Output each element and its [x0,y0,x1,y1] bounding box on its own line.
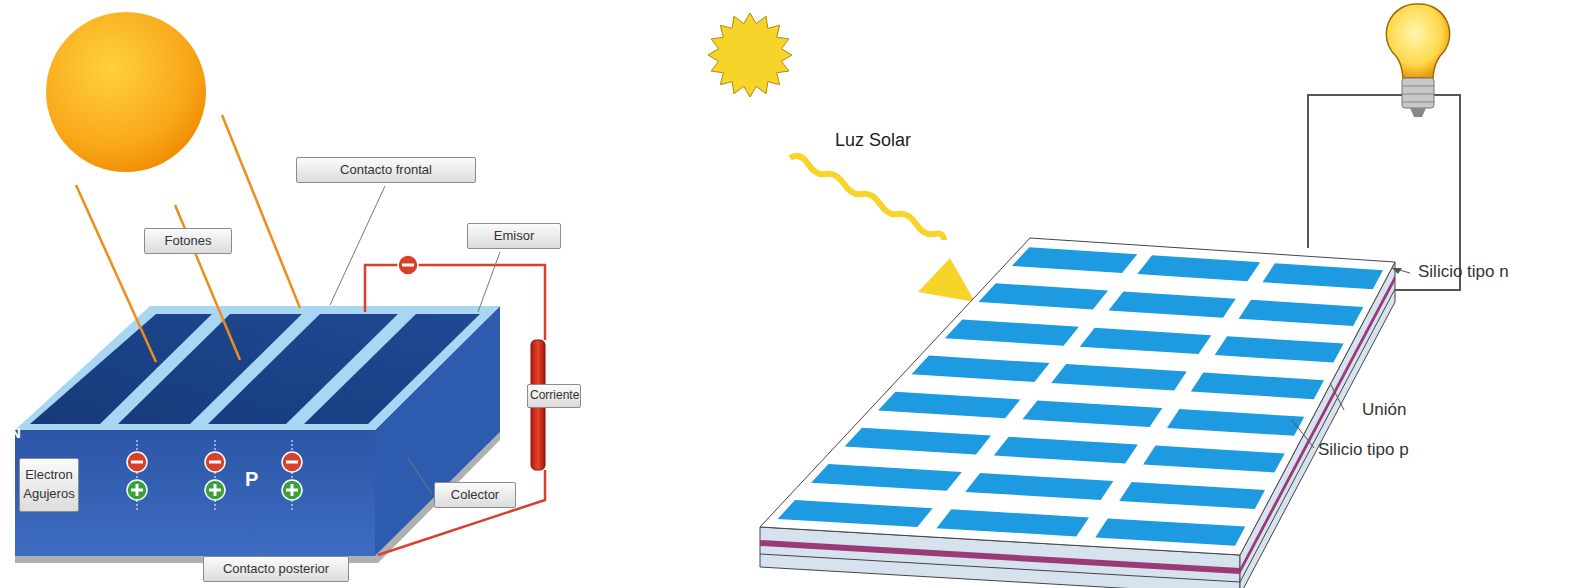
solar-cell [1012,247,1137,273]
solar-cell [1143,446,1285,473]
solar-cell [978,283,1108,309]
solar-cell [994,437,1138,464]
callout-box: Contacto frontal [296,157,476,183]
solar-cell [845,428,992,455]
contact-finger [190,314,320,424]
light-bulb [1386,4,1449,117]
solar-cell [1119,482,1265,509]
solar-cell [937,509,1090,536]
callout-box: Fotones [144,228,232,254]
text-label: P [245,468,258,491]
solar-cell [778,500,933,527]
callout-text: Corriente [530,388,579,403]
solar-cell [1137,255,1260,281]
text-label: Silicio tipo p [1318,440,1409,460]
contact-finger [286,314,416,424]
solar-cell [965,473,1113,500]
electron-hole-pairs [127,440,302,512]
callout-box: Corriente [527,384,581,408]
sun-star [708,13,792,97]
solar-cell [1263,263,1384,289]
light-arrowhead [918,258,975,302]
callout-box: Electron Agujeros [19,458,79,512]
electron-symbol [402,264,414,267]
cell-top [30,314,480,424]
solar-cell [1239,300,1364,326]
wire [378,470,545,555]
solar-cell [1109,292,1236,318]
callout-text: Electron Agujeros [23,465,75,503]
solar-cell [1215,336,1344,362]
sun [46,12,206,172]
light-wave [790,156,944,240]
callout-text: Contacto posterior [223,561,329,576]
layer-edge [760,554,1240,582]
wire [365,265,545,340]
photon-rays [76,115,300,362]
callout-box: Contacto posterior [203,556,349,582]
solar-cell [1051,364,1187,391]
cell-front [15,430,375,556]
electron-symbol [398,255,418,275]
callout-text: Colector [451,487,499,502]
wire [1308,95,1405,248]
solar-cell [1191,373,1324,400]
solar-cell [1167,409,1304,436]
text-label: Silicio tipo n [1418,262,1509,282]
leader-lines [1292,268,1410,448]
solar-cell [945,319,1079,345]
solar-cell [811,464,962,491]
callout-text: Emisor [494,228,534,243]
text-label: N [10,424,21,441]
text-label: Unión [1362,400,1406,420]
solar-cell [878,392,1020,419]
callout-box: Colector [434,482,516,508]
solar-cell [1080,328,1212,354]
solar-cells [778,247,1383,546]
solar-cell [1023,400,1163,427]
callout-box: Emisor [467,223,561,249]
solar-cell [1095,519,1245,546]
callout-text: Fotones [165,233,212,248]
panel-top [760,238,1395,555]
callout-text: Contacto frontal [340,162,432,177]
solar-cell [912,356,1050,382]
front-contact-frame [15,306,500,430]
leader-arrow [1392,268,1402,274]
wire [1395,95,1460,290]
text-label: Luz Solar [835,130,911,151]
